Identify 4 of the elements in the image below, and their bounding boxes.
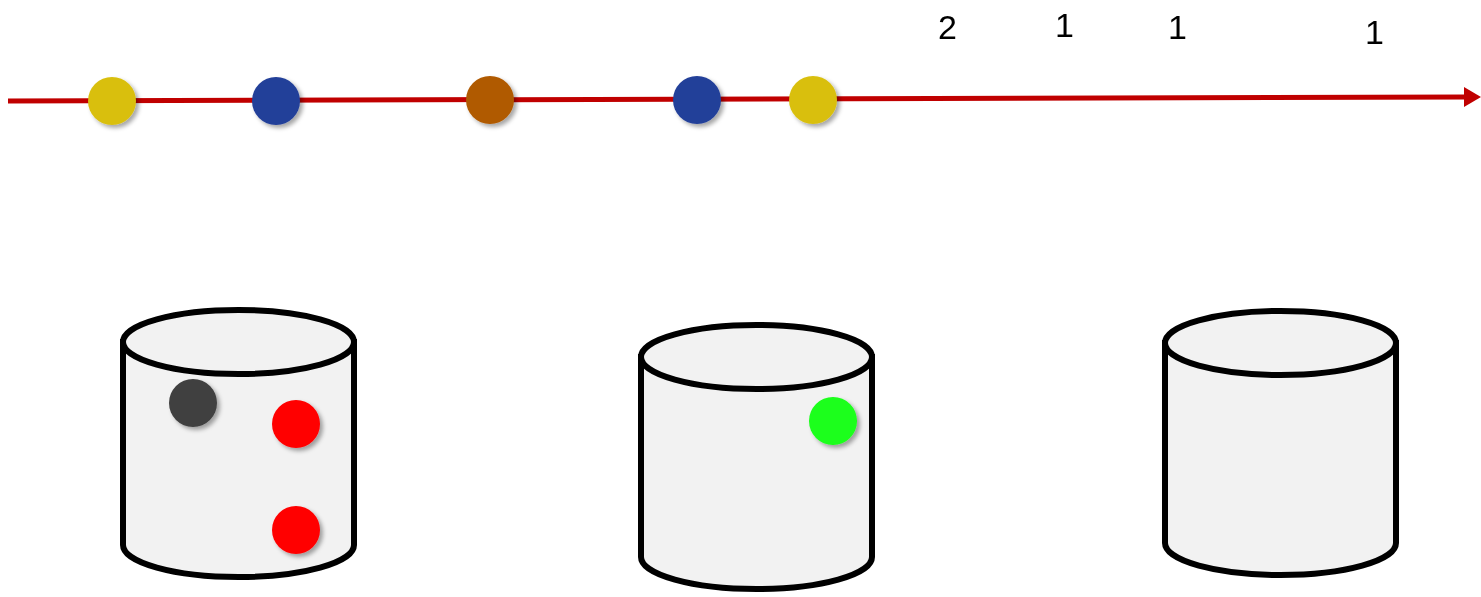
count-label: 1 xyxy=(1168,10,1187,44)
count-label: 1 xyxy=(1365,15,1384,49)
count-label: 2 xyxy=(938,10,957,44)
count-label: 1 xyxy=(1055,8,1074,42)
